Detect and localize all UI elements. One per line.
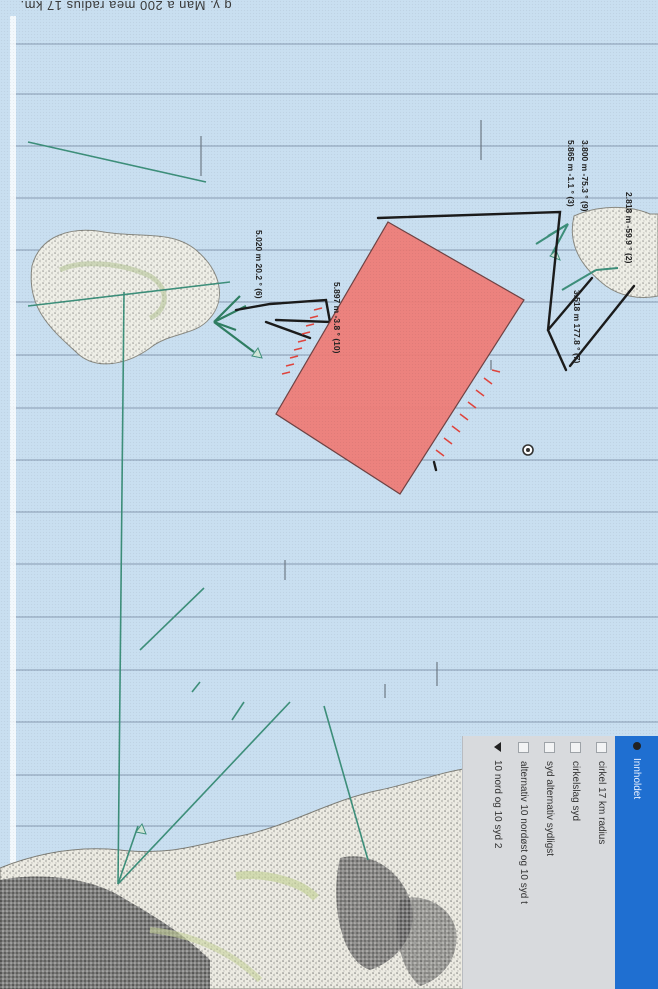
measure-label-3: 5.865 m -1.1 ° (3) [566,140,576,207]
checkbox-icon[interactable] [570,742,582,753]
layer-item-alternativ-10[interactable]: alternativ 10 nordøst og 10 syd t [511,736,537,989]
layer-item-label: Innholdet [631,758,643,800]
measure-labels: 5.020 m 20.2 ° (6) 5.897 m -3.8 ° (10) 5… [254,140,634,364]
scan-artifacts [200,120,492,698]
measure-label-10: 5.897 m -3.8 ° (10) [332,282,342,354]
track-lines [234,210,636,472]
layer-item-label: syd alternativ sydligst [544,761,556,857]
checkbox-icon[interactable] [544,742,556,753]
location-marker[interactable] [522,444,534,456]
map-grid [10,16,658,989]
layer-item-10-nord[interactable]: 10 nord og 10 syd 2 [485,736,511,989]
layer-item-cirkelslag[interactable]: cirkelslag syd [563,736,589,989]
page-title: g y. Man a 200 mea radius 17 km. [0,0,658,16]
expand-triangle-icon[interactable] [494,742,502,752]
layer-item-innholdet[interactable]: Innholdet [615,736,658,989]
layer-item-label: alternativ 10 nordøst og 10 syd t [518,761,530,904]
layer-item-syd-alternativ[interactable]: syd alternativ sydligst [537,736,563,989]
layer-item-label: cirkelslag syd [570,761,582,822]
measure-label-9: 3.800 m -75.3 ° (9) [580,140,590,212]
layer-list: Innholdet cirkel 17 km radius cirkelslag… [463,736,658,989]
island-north [30,229,220,365]
page-title-text: g y. Man a 200 mea radius 17 km. [20,0,232,13]
measure-label-7: 3.518 m 177.8 ° (7) [572,290,582,364]
island-east [571,206,658,299]
layer-item-label: cirkel 17 km radius [596,761,608,845]
measure-label-6: 5.020 m 20.2 ° (6) [254,230,264,299]
layer-item-cirkel[interactable]: cirkel 17 km radius [589,736,615,989]
checkbox-icon[interactable] [518,742,530,753]
mainland-south [0,767,471,989]
restricted-zone [275,221,525,495]
layer-item-label: 10 nord og 10 syd 2 [492,760,504,849]
checkbox-icon[interactable] [596,742,608,753]
radio-selected-icon [633,742,641,750]
measure-label-2: 2.818 m -59.9 ° (2) [624,192,634,264]
bearing-lines [27,141,369,885]
layer-panel: Innholdet cirkel 17 km radius cirkelslag… [462,736,658,989]
